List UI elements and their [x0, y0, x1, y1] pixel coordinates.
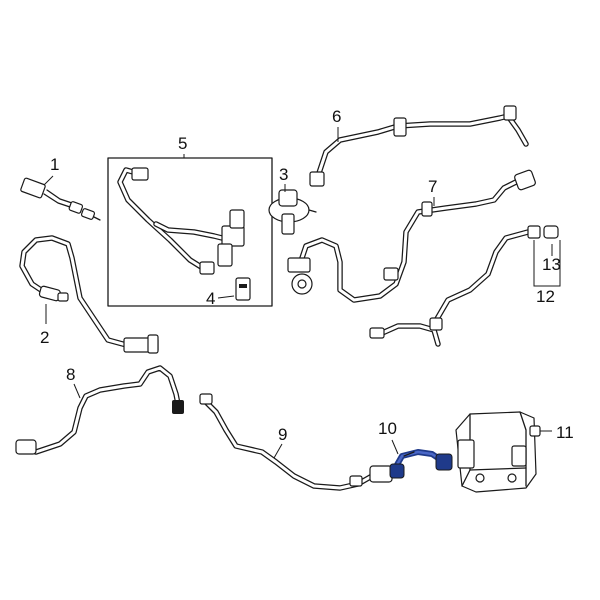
part-13-clip[interactable]: [543, 225, 559, 239]
leader-10: [391, 439, 399, 455]
part-8-sensor-harness[interactable]: [15, 365, 184, 455]
callout-13: 13: [542, 255, 561, 274]
part-4-connector[interactable]: [235, 277, 251, 301]
part-7-purge-hose[interactable]: [287, 169, 536, 303]
leader-8: [73, 383, 81, 399]
callout-2: 2: [40, 328, 49, 347]
part-11-canister[interactable]: [455, 411, 541, 493]
leader-1: [43, 175, 54, 186]
callout-10: 10: [378, 419, 397, 438]
part-2-oxygen-sensor[interactable]: [19, 235, 159, 354]
callout-11: 11: [556, 423, 574, 442]
leader-9: [273, 443, 283, 459]
leader-12-bracket: [533, 240, 561, 287]
callout-12: 12: [536, 287, 555, 306]
part-10-highlighted-harness[interactable]: [389, 449, 453, 479]
callout-7: 7: [428, 177, 437, 196]
part-5-group-box: [107, 157, 273, 307]
part-6-vapor-line[interactable]: [309, 105, 529, 187]
callout-8: 8: [66, 365, 75, 384]
part-9-harness[interactable]: [199, 393, 393, 491]
callout-6: 6: [332, 107, 341, 126]
leader-4: [217, 295, 235, 299]
callout-4: 4: [206, 289, 215, 308]
callout-5: 5: [178, 134, 187, 153]
part-12-vapor-line[interactable]: [369, 225, 541, 347]
part-1-oxygen-sensor[interactable]: [20, 177, 101, 221]
part-3-purge-valve[interactable]: [268, 189, 317, 235]
callout-3: 3: [279, 165, 288, 184]
callout-1: 1: [50, 155, 59, 174]
part-5-vapor-harness[interactable]: [117, 167, 245, 275]
callout-9: 9: [278, 425, 287, 444]
